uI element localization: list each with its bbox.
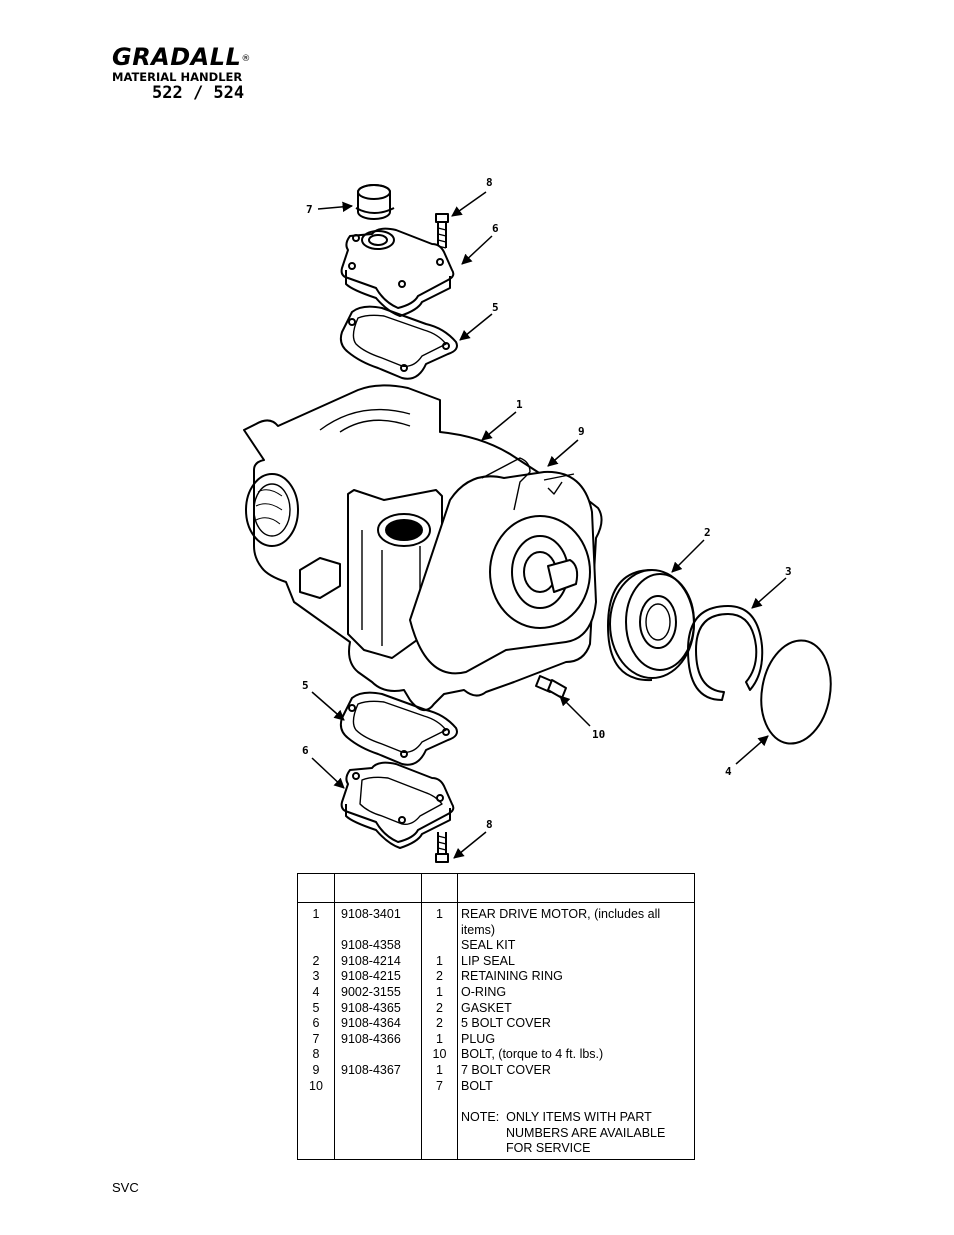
cell-part-number: 9108-4366 [334,1031,422,1048]
top-gasket [339,305,458,380]
callout-5-top: 5 [492,301,499,314]
callout-6-bottom: 6 [302,744,309,757]
table-row: 9108-4358 SEAL KIT [297,938,695,954]
header-quantity [421,873,458,903]
cell-item: 3 [297,969,335,985]
cell-description: LIP SEAL [457,953,695,970]
brand-logo: GRADALL® MATERIAL HANDLER 522 / 524 [112,44,282,102]
cell-description: GASKET [457,1000,695,1017]
cell-quantity: 2 [421,1000,458,1017]
cell-quantity: 10 [421,1047,458,1063]
cell-quantity: 7 [421,1078,458,1095]
logo-subtitle: MATERIAL HANDLER [112,70,243,84]
cell-description: SEAL KIT [457,938,695,954]
cell-item: 5 [297,1000,335,1017]
callout-4: 4 [725,765,732,778]
header-description [457,873,695,903]
cell-description: BOLT, (torque to 4 ft. lbs.) [457,1047,695,1063]
motor-body [243,384,603,711]
bottom-bolt-cover [340,761,455,849]
cell-description: 7 BOLT COVER [457,1062,695,1079]
cell-item: 6 [297,1016,335,1032]
note-line: ONLY ITEMS WITH PART [506,1110,652,1125]
cell-description: REAR DRIVE MOTOR, (includes all items) [457,902,695,939]
note-line: FOR SERVICE [506,1141,591,1156]
cell-part-number: 9108-4215 [334,969,422,985]
cell-description: O-RING [457,984,695,1001]
o-ring-part [760,639,832,745]
registered-mark: ® [241,54,251,64]
callout-8-top: 8 [486,176,493,189]
cell-part-number: 9108-4364 [334,1016,422,1032]
cell-item [297,938,335,954]
bolt-bottom [435,832,449,863]
header-part-number [334,873,422,903]
cell-description: PLUG [457,1031,695,1048]
cell-item: 10 [297,1078,335,1095]
logo-model: 522 / 524 [152,83,245,103]
callout-6-top: 6 [492,222,499,235]
retaining-ring-part [687,605,764,701]
cell-part-number [334,1047,422,1063]
cell-part-number: 9108-4214 [334,953,422,970]
cell-quantity: 1 [421,984,458,1001]
callout-2: 2 [704,526,711,539]
bolt-top [435,213,449,249]
callout-8-bottom: 8 [486,818,493,831]
cell-item: 1 [297,902,335,939]
cell-description: RETAINING RING [457,969,695,985]
callout-1: 1 [516,398,523,411]
cell-part-number: 9108-4365 [334,1000,422,1017]
top-bolt-cover [340,227,455,317]
cell-part-number: 9108-3401 [334,902,422,939]
cell-quantity [421,938,458,954]
bolt-10 [535,675,567,699]
note-line: NUMBERS ARE AVAILABLE [506,1125,666,1140]
cell-description: BOLT [457,1078,695,1095]
bottom-gasket [339,691,458,766]
cell-item: 4 [297,984,335,1001]
cell-item: 2 [297,953,335,970]
cell-part-number [334,1078,422,1095]
cell-quantity: 2 [421,1016,458,1032]
cell-item: 8 [297,1047,335,1063]
exploded-parts-diagram: 1 2 3 4 5 6 7 8 9 10 5 6 8 [243,176,832,863]
cell-item: 7 [297,1031,335,1048]
cell-quantity: 1 [421,902,458,939]
logo-brand-name: GRADALL® [112,43,251,71]
cell-part-number: 9108-4358 [334,938,422,954]
cell-description: 5 BOLT COVER [457,1016,695,1032]
cell-quantity: 2 [421,969,458,985]
lip-seal-part [607,569,695,682]
table-header-row [297,873,695,903]
callout-5-bottom: 5 [302,679,309,692]
callout-9: 9 [578,425,585,438]
cell-item: 9 [297,1062,335,1079]
callout-7: 7 [306,203,313,216]
callout-3: 3 [785,565,792,578]
cell-quantity: 1 [421,1062,458,1079]
plug-part [355,184,395,220]
footer-code: SVC [112,1180,139,1195]
cell-quantity: 1 [421,953,458,970]
cell-part-number: 9002-3155 [334,984,422,1001]
note-label: NOTE: [461,1110,500,1125]
callout-10: 10 [592,728,605,741]
header-item [297,873,335,903]
cell-quantity: 1 [421,1031,458,1048]
cell-part-number: 9108-4367 [334,1062,422,1079]
